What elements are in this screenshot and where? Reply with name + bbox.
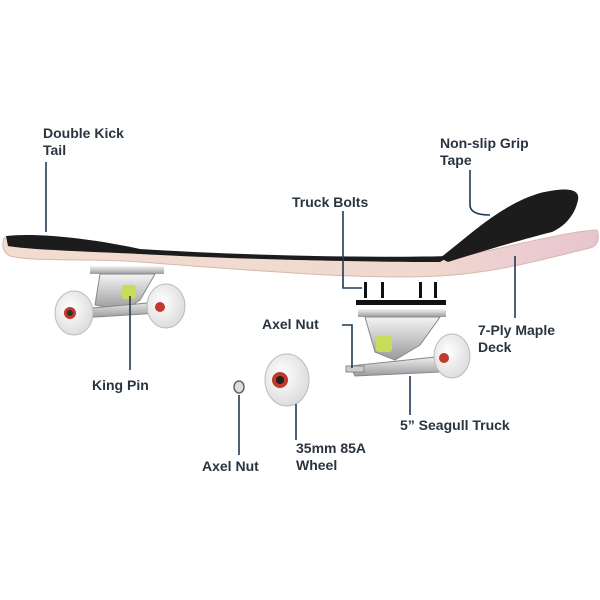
right-truck — [345, 309, 471, 379]
label-line: Tail — [43, 142, 67, 158]
label-truck-bolts: Truck Bolts — [292, 194, 369, 210]
label-line: Deck — [478, 339, 512, 355]
label-axel-nut-truck: Axel Nut — [262, 316, 319, 332]
left-truck — [54, 266, 186, 336]
label-line: 7-Ply Maple — [478, 322, 556, 338]
loose-wheel — [264, 353, 310, 407]
label-seagull-truck: 5” Seagull Truck — [400, 417, 510, 433]
label-line: Tape — [440, 152, 472, 168]
truck-bolts — [356, 282, 446, 305]
loose-axel-nut — [233, 380, 245, 394]
label-king-pin: King Pin — [92, 377, 149, 393]
label-axel-nut-loose: Axel Nut — [202, 458, 259, 474]
grip-tape-tail — [6, 234, 450, 262]
grip-tape-nose — [440, 189, 579, 262]
label-line: Wheel — [296, 457, 338, 473]
label-line: Double Kick — [43, 125, 124, 141]
label-line: Non-slip Grip — [440, 135, 529, 151]
label-line: 35mm 85A — [296, 440, 367, 456]
leader-lines — [45, 162, 516, 455]
